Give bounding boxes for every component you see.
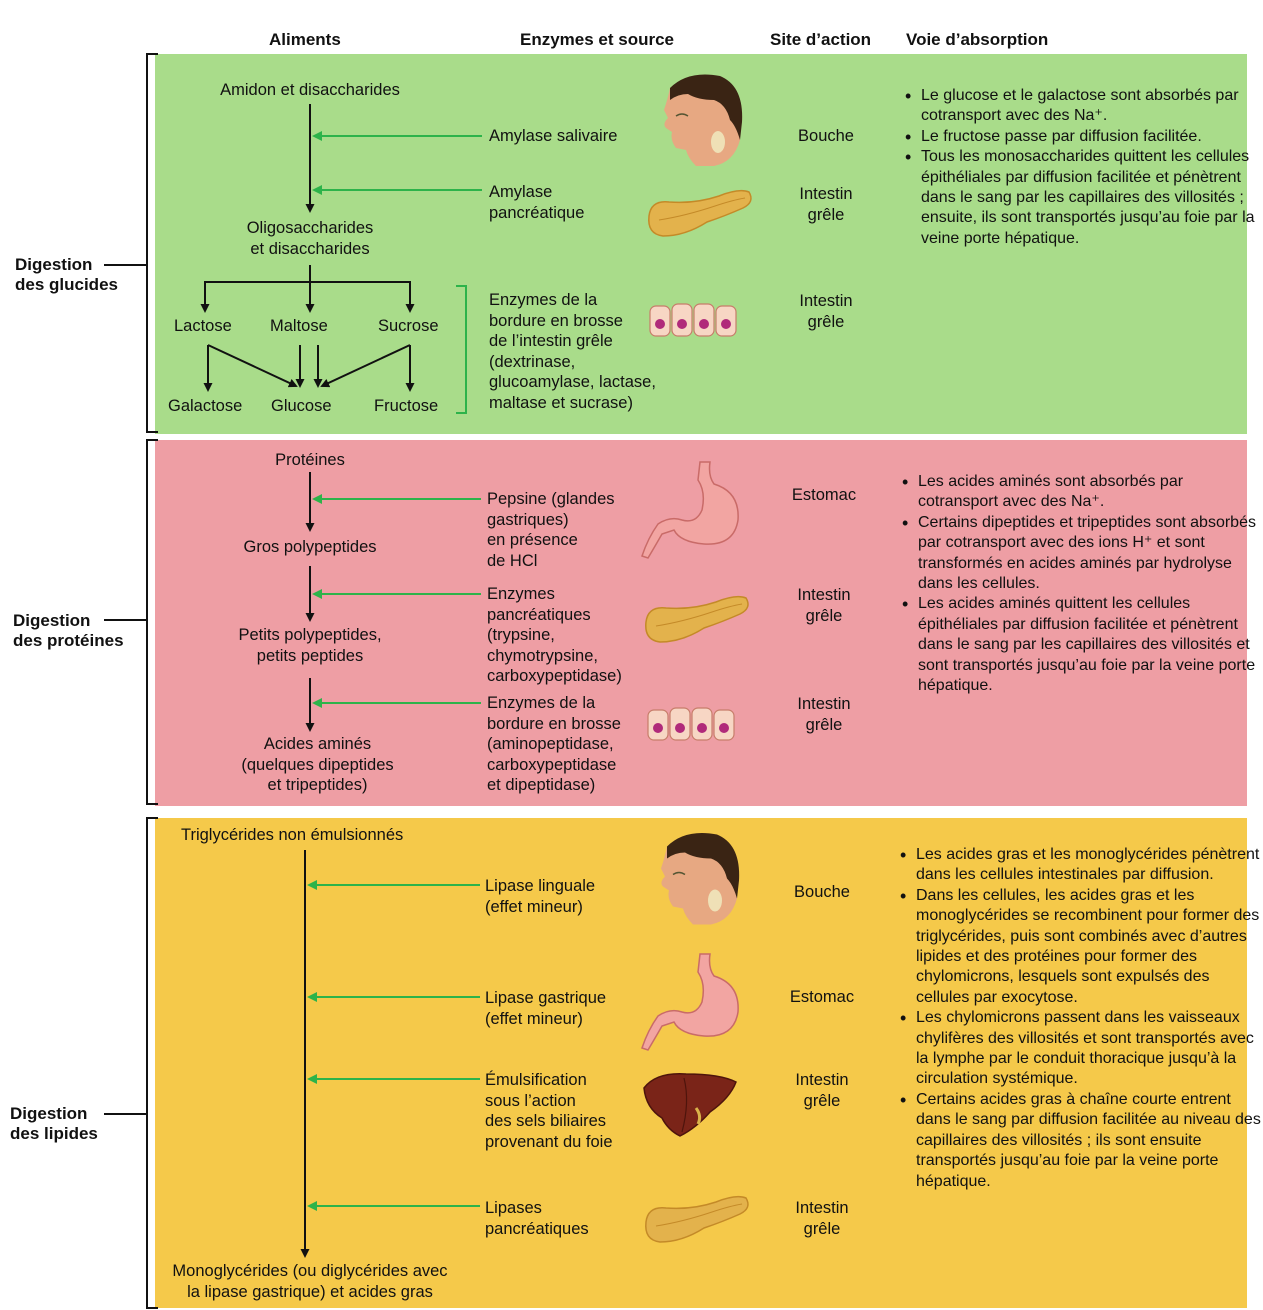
pancreas-icon (648, 189, 752, 237)
absorption-item: Le fructose passe par diffusion facilité… (905, 127, 1263, 148)
absorption-item: Certains dipeptides et tripeptides sont … (902, 513, 1262, 595)
header-aliments: Aliments (269, 30, 341, 49)
header-site: Site d’action (770, 30, 872, 49)
stomach-icon (641, 461, 739, 559)
food-sucrose: Sucrose (378, 317, 439, 335)
absorption-item: Le glucose et le galactose sont absorbés… (905, 86, 1263, 127)
brush-border-cells-icon (647, 707, 735, 741)
head-icon (664, 74, 743, 166)
liver-icon (643, 1073, 737, 1137)
head-icon (661, 833, 740, 925)
site-estomac-lipides: Estomac (789, 988, 855, 1006)
food-proteines: Protéines (275, 451, 345, 469)
pancreas-icon (645, 595, 749, 643)
pancreas-icon (645, 1195, 749, 1243)
brush-border-cells-icon (649, 303, 737, 337)
enzyme-lipase-linguale: Lipase linguale(effet mineur) (485, 877, 596, 916)
food-glucose: Glucose (271, 397, 332, 415)
enzyme-amylase-salivaire: Amylase salivaire (489, 127, 618, 145)
food-galactose: Galactose (168, 397, 243, 415)
food-gros-polypeptides: Gros polypeptides (243, 538, 377, 556)
food-amidon: Amidon et disaccharides (220, 81, 400, 99)
absorption-list-proteines: Les acides aminés sont absorbés par cotr… (900, 472, 1262, 696)
header-voie: Voie d’absorption (906, 30, 1049, 49)
absorption-list-glucides: Le glucose et le galactose sont absorbés… (903, 86, 1263, 249)
absorption-item: Les acides aminés sont absorbés par cotr… (902, 472, 1262, 513)
absorption-list-lipides: Les acides gras et les monoglycérides pé… (898, 845, 1262, 1192)
site-bouche-lipides: Bouche (794, 883, 850, 901)
absorption-item: Les acides gras et les monoglycérides pé… (900, 845, 1262, 886)
absorption-item: Dans les cellules, les acides gras et le… (900, 886, 1262, 1008)
food-petits-polypeptides: Petits polypeptides,petits peptides (238, 626, 382, 665)
site-bouche-glucides: Bouche (798, 127, 854, 145)
absorption-item: Certains acides gras à chaîne courte ent… (900, 1090, 1262, 1192)
absorption-item: Les chylomicrons passent dans les vaisse… (900, 1008, 1262, 1090)
food-lactose: Lactose (174, 317, 232, 335)
site-estomac-proteines: Estomac (791, 486, 857, 504)
food-maltose: Maltose (270, 317, 328, 335)
absorption-item: Les acides aminés quittent les cellules … (902, 594, 1262, 696)
absorption-item: Tous les monosaccharides quittent les ce… (905, 147, 1263, 249)
header-enzymes: Enzymes et source (520, 30, 675, 49)
stomach-icon (641, 953, 739, 1051)
food-fructose: Fructose (374, 397, 439, 415)
food-triglycerides: Triglycérides non émulsionnés (181, 826, 404, 844)
enzyme-lipase-gastrique: Lipase gastrique(effet mineur) (485, 989, 607, 1028)
